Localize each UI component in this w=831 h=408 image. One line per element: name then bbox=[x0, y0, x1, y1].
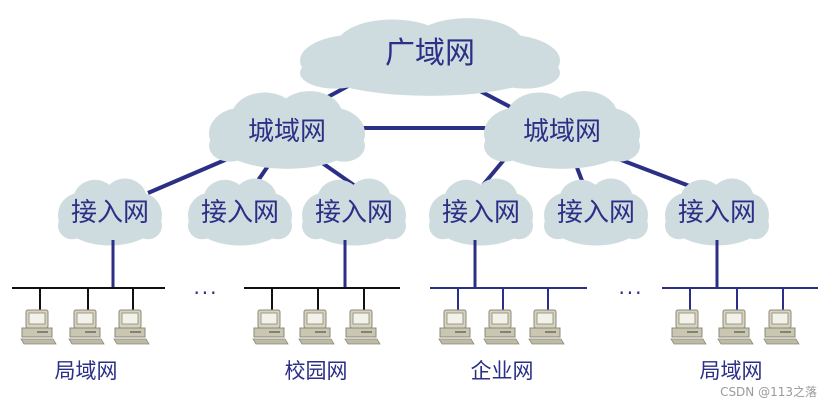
computer-icon bbox=[717, 309, 754, 345]
access-label-1: 接入网 bbox=[71, 198, 149, 228]
man-cloud-icon-2 bbox=[484, 91, 640, 169]
clouds bbox=[58, 18, 769, 246]
lan-bus-4 bbox=[662, 240, 818, 345]
access-cloud-icon-4 bbox=[429, 178, 533, 246]
watermark: CSDN @113之落 bbox=[720, 385, 817, 399]
access-cloud-icon-2 bbox=[188, 178, 292, 246]
access-label-5: 接入网 bbox=[557, 198, 635, 228]
computer-icon bbox=[670, 309, 707, 345]
computer-icon bbox=[68, 309, 105, 345]
wan-label: 广域网 bbox=[385, 36, 475, 71]
computer-icon bbox=[528, 309, 565, 345]
ellipsis-right: ··· bbox=[618, 281, 643, 305]
computer-icon bbox=[252, 309, 289, 345]
man1-access1-link bbox=[147, 155, 233, 195]
computer-icon bbox=[20, 309, 57, 345]
access-label-4: 接入网 bbox=[442, 198, 520, 228]
lan-label-1: 局域网 bbox=[55, 359, 118, 383]
access-label-2: 接入网 bbox=[201, 198, 279, 228]
lan-label-2: 校园网 bbox=[285, 359, 348, 383]
access-cloud-icon-3 bbox=[302, 178, 406, 246]
computer-icon bbox=[438, 309, 475, 345]
lan-label-3: 企业网 bbox=[471, 359, 534, 383]
access-label-6: 接入网 bbox=[678, 198, 756, 228]
man1-access3-link bbox=[316, 158, 360, 190]
access-cloud-icon-6 bbox=[665, 178, 769, 246]
lan-bus-2 bbox=[244, 240, 400, 345]
lan-bus-1 bbox=[12, 240, 165, 345]
man2-access6-link bbox=[615, 156, 701, 192]
lan-bus-3 bbox=[430, 240, 587, 345]
ellipsis-left: ··· bbox=[193, 281, 218, 305]
lan-label-4: 局域网 bbox=[700, 359, 763, 383]
access-cloud-icon-1 bbox=[58, 178, 162, 246]
computer-icon bbox=[763, 309, 800, 345]
lan-buses bbox=[12, 240, 818, 345]
man-label-1: 城域网 bbox=[248, 117, 326, 147]
wan-cloud-icon bbox=[300, 18, 560, 96]
computer-icon bbox=[298, 309, 335, 345]
man-cloud-icon-1 bbox=[209, 91, 365, 169]
access-label-3: 接入网 bbox=[315, 198, 393, 228]
man-label-2: 城域网 bbox=[523, 117, 601, 147]
access-cloud-icon-5 bbox=[544, 178, 648, 246]
computer-icon bbox=[483, 309, 520, 345]
computer-icon bbox=[344, 309, 381, 345]
connection-lines bbox=[147, 83, 701, 195]
computer-icon bbox=[113, 309, 150, 345]
